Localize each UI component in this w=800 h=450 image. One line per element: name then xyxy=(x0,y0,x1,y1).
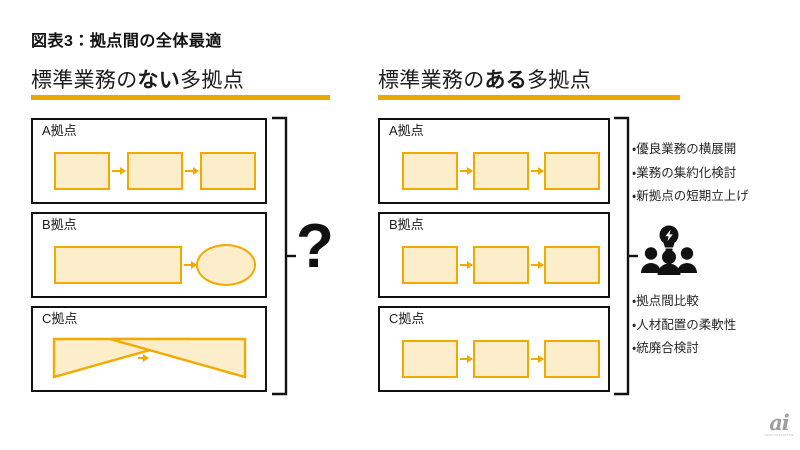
process-chip xyxy=(402,246,458,284)
left-heading-part2: 多拠点 xyxy=(180,69,245,92)
people-with-lightbulb-icon xyxy=(640,224,698,281)
right-heading-emphasis: ある xyxy=(484,69,528,92)
right-site-box-b: B拠点 xyxy=(378,212,610,298)
right-heading-part2: 多拠点 xyxy=(527,69,592,92)
logo-mark: ai xyxy=(769,410,790,435)
process-chip xyxy=(544,246,600,284)
list-item: ・拠点間比較 xyxy=(632,294,699,308)
flow-arrow-icon xyxy=(460,261,473,269)
right-site-label-a: A拠点 xyxy=(389,123,424,138)
logo-subtext: ASAHI INTERACTIVE xyxy=(764,434,794,437)
process-chip xyxy=(473,246,529,284)
left-grouping-bracket xyxy=(272,116,296,396)
process-chip xyxy=(402,340,458,378)
left-a-process-flow xyxy=(33,120,265,202)
left-b-process-flow xyxy=(33,214,265,296)
question-mark-symbol: ? xyxy=(296,212,334,281)
right-site-label-b: B拠点 xyxy=(389,217,424,232)
left-heading-underline xyxy=(31,95,330,100)
right-column-heading: 標準業務のある多拠点 xyxy=(378,64,591,94)
process-chip xyxy=(473,152,529,190)
left-site-label-c: C拠点 xyxy=(42,311,78,326)
process-chip xyxy=(54,152,110,190)
flow-arrow-icon xyxy=(112,167,126,175)
triangle-pair-shape xyxy=(52,337,247,379)
process-chip xyxy=(200,152,256,190)
flow-arrow-icon xyxy=(185,167,199,175)
list-item: ・優良業務の横展開 xyxy=(632,142,737,156)
right-site-box-c: C拠点 xyxy=(378,306,610,392)
right-heading-underline xyxy=(378,95,680,100)
right-site-box-a: A拠点 xyxy=(378,118,610,204)
flow-arrow-icon xyxy=(460,167,473,175)
right-site-label-c: C拠点 xyxy=(389,311,425,326)
list-item: ・新拠点の短期立上げ xyxy=(632,189,749,203)
process-chip xyxy=(402,152,458,190)
list-item: ・統廃合検討 xyxy=(632,341,699,355)
process-chip xyxy=(544,152,600,190)
right-heading-part1: 標準業務の xyxy=(378,69,485,92)
list-item: ・業務の集約化検討 xyxy=(632,165,737,180)
process-chip xyxy=(473,340,529,378)
right-grouping-bracket xyxy=(614,116,638,396)
list-item: ・人材配置の柔軟性 xyxy=(632,317,737,332)
left-site-box-b: B拠点 xyxy=(31,212,267,298)
flow-arrow-icon xyxy=(531,355,544,363)
brand-logo: ai ASAHI INTERACTIVE xyxy=(764,412,794,437)
right-a-process-flow xyxy=(380,120,608,202)
flow-arrow-icon xyxy=(531,167,544,175)
process-chip xyxy=(127,152,183,190)
left-site-label-a: A拠点 xyxy=(42,123,77,138)
left-column-heading: 標準業務のない多拠点 xyxy=(31,64,244,94)
left-site-box-a: A拠点 xyxy=(31,118,267,204)
flow-arrow-icon xyxy=(531,261,544,269)
left-heading-part1: 標準業務の xyxy=(31,69,138,92)
process-chip xyxy=(544,340,600,378)
flow-arrow-icon xyxy=(460,355,473,363)
left-heading-emphasis: ない xyxy=(137,69,181,92)
right-c-process-flow xyxy=(380,308,608,390)
page-title: 図表3：拠点間の全体最適 xyxy=(31,33,222,50)
left-site-label-b: B拠点 xyxy=(42,217,77,232)
flow-arrow-icon xyxy=(184,261,197,269)
left-site-box-c: C拠点 xyxy=(31,306,267,392)
left-c-process-flow xyxy=(33,308,265,390)
process-chip-wide xyxy=(54,246,182,284)
process-ellipse xyxy=(196,244,256,286)
benefits-list-top: ・優良業務の横展開 ・業務の集約化検討 ・新拠点の短期立上げ xyxy=(632,143,749,214)
benefits-list-bottom: ・拠点間比較 ・人材配置の柔軟性 ・統廃合検討 xyxy=(632,295,736,366)
right-b-process-flow xyxy=(380,214,608,296)
flow-arrow-icon xyxy=(138,354,149,362)
